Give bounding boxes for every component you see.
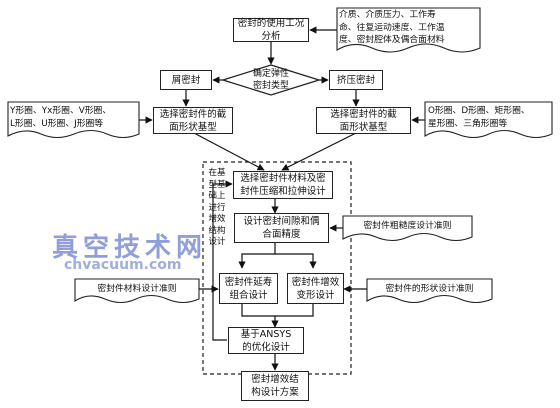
left-shapes-note-shape: [7, 101, 140, 139]
ansys-optimization-box: 基于ANSYS 的优化设计: [228, 327, 304, 354]
watermark-url: chvacuum.com: [64, 257, 182, 273]
dashed-region-side-label: 在基 型基 础上 进行 增效 结构 设计: [208, 168, 226, 247]
arrow-gap-to-life: [238, 243, 276, 269]
gap-design-box: 设计密封间隙和偶 合面精度: [234, 213, 329, 243]
section-shape-left-box: 选择密封件的截 面形状基型: [153, 107, 233, 134]
material-criteria-note-shape: [74, 278, 200, 304]
squeeze-seal-left-box: 屑密封: [160, 70, 212, 90]
deformation-design-box: 密封件增效 变形设计: [287, 273, 344, 304]
arrow-life-to-ansys: [241, 304, 279, 328]
material-design-box: 选择密封件材料及密 封件压缩和拉伸设计: [233, 171, 333, 199]
arrow-section-left-to-material: [193, 132, 265, 171]
roughness-note-shape: [342, 215, 473, 242]
section-shape-right-box: 选择密封件的截 面形状基型: [316, 107, 411, 134]
decision-label: 确定弹性 密封类型: [252, 69, 289, 91]
roughness-note-text: 密封件粗糙度设计准则: [363, 221, 452, 231]
left-shapes-note-text: Y形圈、Yx形圈、V形圈、 L形圈、U形圈、J形圈等: [10, 106, 112, 129]
squeeze-seal-right-box: 挤压密封: [329, 70, 383, 90]
usage-analysis-box: 密封的使用工况分析: [233, 18, 309, 42]
final-design-plan-box: 密封增效结 构设计方案: [241, 371, 309, 401]
shape-criteria-note-text: 密封件的形状设计准则: [385, 284, 474, 294]
material-criteria-note-text: 密封件材料设计准则: [97, 284, 177, 294]
arrow-deformation-to-ansys: [275, 304, 314, 317]
shape-criteria-note-shape: [366, 278, 493, 304]
usage-note-shape: [336, 7, 481, 53]
right-shapes-note-text: O形圈、D形圈、矩形圈、 星形圈、三角形圈等: [428, 106, 530, 129]
arrow-section-right-to-material: [281, 132, 357, 171]
usage-note-text: 介质、介质压力、工作寿 命、往复运动速度、工作温 度、密封腔体及偶合面材料: [339, 10, 445, 45]
right-shapes-note-shape: [424, 101, 553, 139]
decision-diamond: [220, 64, 322, 96]
arrow-gap-to-deformation: [275, 253, 317, 269]
watermark-title: 真空技术网: [52, 233, 208, 263]
life-extension-design-box: 密封件延寿 组合设计: [219, 273, 278, 304]
arrow-feedback-loop: [212, 180, 233, 341]
